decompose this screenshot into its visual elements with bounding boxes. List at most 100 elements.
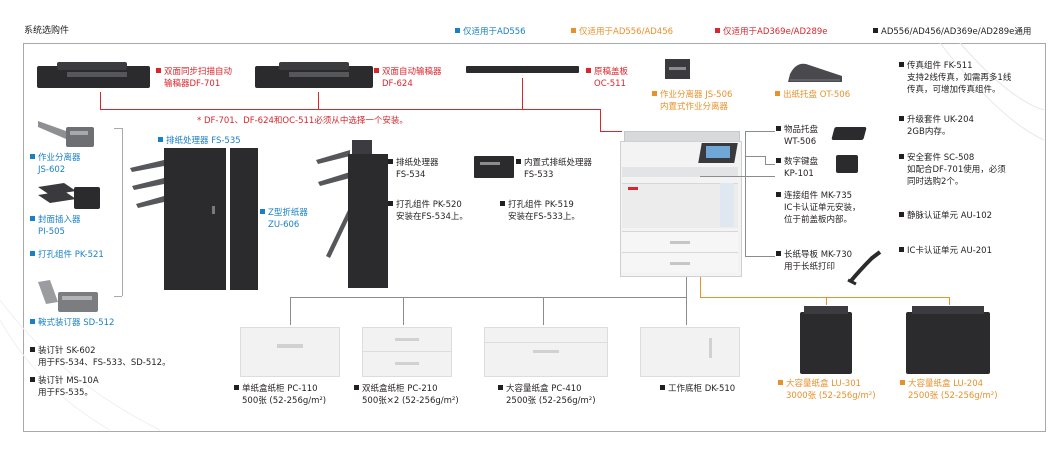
blue-square	[30, 154, 35, 159]
connector-line	[745, 256, 775, 257]
connector-line	[403, 297, 404, 325]
sk602-label: 装订针 SK-602	[30, 345, 96, 357]
pc210-label-2: 500张×2 (52-256g/m²)	[362, 396, 459, 406]
legend-orange-square	[571, 28, 576, 33]
pc410-image	[484, 327, 608, 377]
connector-line	[290, 297, 687, 298]
connector-line	[765, 156, 766, 164]
sd512-image	[38, 280, 98, 312]
au102-label: 静脉认证单元 AU-102	[899, 210, 992, 222]
drawer-handle	[395, 338, 419, 341]
mk735-label: 连接组件 MK-735	[776, 190, 852, 202]
connector-line	[522, 78, 523, 109]
uk204-label: 升级套件 UK-204	[899, 114, 974, 126]
fs535-label: 排纸处理器 FS-535	[158, 135, 241, 147]
black-square	[388, 201, 393, 206]
connector-line	[600, 109, 601, 131]
fs533-label-2: FS-533	[524, 170, 554, 180]
black-square	[776, 251, 781, 256]
connector-line	[600, 131, 622, 132]
oc511-label: 原稿盖板	[586, 66, 628, 78]
connector-line	[745, 131, 775, 132]
mk735-label-3: 位于前盖板内部。	[784, 215, 853, 225]
connector-line-orange	[700, 277, 701, 297]
sk602-label-2: 用于FS-534、FS-533、SD-512。	[38, 358, 171, 368]
connector-line	[745, 131, 746, 256]
fs533-label: 内置式排纸处理器	[516, 157, 592, 169]
drawer-split	[363, 351, 451, 352]
df624-label-2: DF-624	[382, 79, 413, 89]
lu301-image	[800, 306, 852, 374]
black-square	[388, 159, 393, 164]
sd512-label: 鞍式装订器 SD-512	[30, 317, 114, 329]
pk521-label: 打孔组件 PK-521	[30, 249, 104, 261]
wt506-image	[831, 127, 867, 140]
lu301-label: 大容量纸盒 LU-301	[778, 378, 861, 390]
orange-square	[775, 91, 780, 96]
mk735-label-2: IC卡认证单元安装，	[784, 203, 861, 213]
black-square	[30, 377, 35, 382]
pc110-label: 单纸盒纸柜 PC-110	[234, 383, 318, 395]
fs535-trays	[130, 160, 164, 208]
black-square	[899, 62, 904, 67]
mfp-output	[622, 167, 738, 177]
black-square	[30, 347, 35, 352]
ms10a-label-2: 用于FS-535。	[38, 388, 93, 398]
pc410-label-2: 2500张 (52-256g/m²)	[506, 396, 596, 406]
js506-slot	[669, 67, 686, 70]
sc508-label-2: 如配合DF-701使用，必须	[907, 165, 1006, 175]
legend-black-square	[873, 28, 878, 33]
mfp-image	[620, 131, 742, 277]
df701-label-2: 输稿器DF-701	[164, 79, 221, 89]
connector-line	[318, 92, 319, 109]
red-square	[374, 68, 379, 73]
blue-square	[158, 137, 163, 142]
df624-image	[255, 62, 373, 88]
orange-square	[900, 380, 905, 385]
black-square	[500, 201, 505, 206]
selection-note: * DF-701、DF-624和OC-511必须从中选择一个安装。	[197, 116, 408, 126]
connector-line-orange	[949, 297, 950, 305]
legend-all-models: AD556/AD456/AD369e/AD289e通用	[873, 26, 1031, 38]
blue-square	[30, 251, 35, 256]
blue-square	[30, 319, 35, 324]
lu204-label: 大容量纸盒 LU-204	[900, 378, 983, 390]
fs535-handle	[212, 206, 215, 214]
fk511-label: 传真组件 FK-511	[899, 60, 973, 72]
fs534-top	[352, 140, 372, 154]
df624-slot	[289, 72, 349, 77]
legend-label: 仅适用于AD369e/AD289e	[723, 27, 828, 37]
legend-blue-square	[455, 28, 460, 33]
connector-line	[765, 164, 775, 165]
black-square	[899, 212, 904, 217]
fs535-image	[128, 148, 228, 290]
connector-line	[686, 277, 687, 297]
fs534-cabinet	[348, 154, 388, 288]
legend-red-square	[715, 28, 720, 33]
df624-body	[255, 66, 373, 88]
connector-line-orange	[700, 297, 950, 298]
legend-ad556: 仅适用于AD556	[455, 26, 526, 38]
df624-label: 双面自动输稿器	[374, 66, 442, 78]
js506-label: 作业分离器 JS-506	[652, 89, 732, 101]
sc508-label: 安全套件 SC-508	[899, 152, 974, 164]
df624-tray	[279, 62, 349, 70]
au201-label: IC卡认证单元 AU-201	[899, 245, 992, 257]
fs534-image	[312, 140, 390, 288]
wt506-label: 物品托盘	[776, 124, 818, 136]
fk511-label-2: 支持2线传真，如需再多1线	[907, 73, 1012, 83]
black-square	[899, 116, 904, 121]
js506-label-2: 内置式作业分离器	[660, 102, 729, 112]
black-square	[498, 385, 503, 390]
fs534-trays	[316, 150, 350, 258]
orange-square	[778, 380, 783, 385]
legend-label: 仅适用于AD556/AD456	[579, 27, 674, 37]
black-square	[660, 385, 665, 390]
connector-line	[686, 297, 687, 325]
fk511-label-3: 传真，可增加传真组件。	[907, 85, 1001, 95]
ot506-image	[788, 63, 842, 82]
dk510-label: 工作底柜 DK-510	[660, 383, 735, 395]
pk519-label-2: 安装在FS-533上。	[508, 212, 580, 222]
pc410-label: 大容量纸盒 PC-410	[498, 383, 582, 395]
